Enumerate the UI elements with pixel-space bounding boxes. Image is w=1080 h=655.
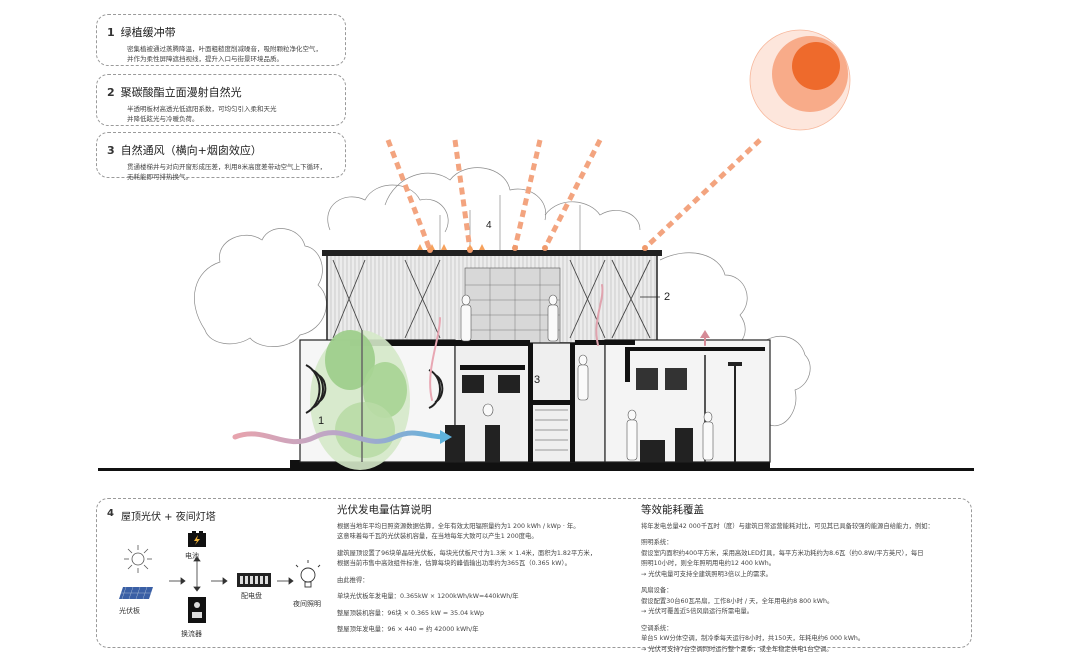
pv-text: 根据当前市售中高效组件标准，估算每块的峰值输出功率约为365瓦（0.365 kW…	[337, 559, 627, 570]
label-3: 3	[534, 374, 540, 386]
pv-estimate-heading: 光伏发电量估算说明	[337, 505, 627, 516]
building-section-diagram: 4 1 2 3	[0, 0, 1080, 500]
inverter-icon	[188, 597, 206, 623]
energy-text: → 光伏可支持7台空调同时运行整个夏季，或全年稳定供电1台空调。	[641, 645, 967, 655]
pv-text: 根据当地年平均日照资源数据估算，全年有效太阳辐照量约为1 200 kWh / k…	[337, 522, 627, 533]
pv-calc-line: 整屋顶年发电量：96 × 440 ≈ 约 42000 kWh/年	[337, 625, 627, 636]
sun-ray-head	[512, 245, 518, 251]
pv-text: 建筑屋顶设置了96块单晶硅光伏板，每块光伏板尺寸为1.3米 × 1.4米，面积为…	[337, 549, 627, 560]
sunlight-rays	[388, 140, 760, 250]
battery-icon	[188, 531, 206, 547]
roof-light-marker	[479, 244, 485, 250]
light-bulb-icon	[296, 560, 320, 587]
label-2: 2	[664, 291, 670, 303]
pv-calc-line: 单块光伏板年发电量：0.365kW × 1200kWh/kW=440kWh/年	[337, 592, 627, 603]
energy-text: 照明系统：	[641, 538, 967, 549]
battery-label: 电池	[185, 551, 199, 561]
energy-text: 假设配置30台60瓦吊扇，工作8小时 / 天，全年用电约8 800 kWh。	[641, 597, 967, 608]
sun-ray	[645, 140, 760, 248]
energy-text: 风扇设备：	[641, 586, 967, 597]
label-1: 1	[318, 415, 324, 427]
solar-info-panel: 4 屋顶光伏 + 夜间灯塔	[96, 498, 972, 648]
sun-ray	[455, 140, 470, 250]
green-buffer-tree	[310, 330, 410, 470]
energy-text: → 光伏可覆盖近5倍风扇运行所需电量。	[641, 607, 967, 618]
inverter-label: 换流器	[181, 629, 202, 639]
pv-estimate-section: 光伏发电量估算说明 根据当地年平均日照资源数据估算，全年有效太阳辐照量约为1 2…	[337, 505, 627, 636]
pv-text: 这意味着每千瓦的光伏装机容量，在当地每年大致可以产生1 200度电。	[337, 532, 627, 543]
pv-calc-line: 整屋顶装机容量：96块 × 0.365 kW = 35.04 kWp	[337, 609, 627, 620]
sun-ray-head	[542, 245, 548, 251]
energy-text: 单台5 kW分体空调，制冷季每天运行8小时，共150天，年耗电约6 000 kW…	[641, 634, 967, 645]
sun-ray	[545, 140, 600, 248]
roof-light-marker	[417, 244, 423, 250]
energy-text: 假设室内面积约400平方米，采用高效LED灯具，每平方米功耗约为8.6瓦（约0.…	[641, 549, 967, 560]
energy-text: 空调系统：	[641, 624, 967, 635]
label-4: 4	[486, 220, 492, 231]
panel-label: 配电盘	[241, 591, 262, 601]
sun-ray	[388, 140, 430, 250]
solar-flow-diagram	[105, 525, 335, 645]
energy-text: 照明10小时，则全年照明用电约12 400 kWh。	[641, 559, 967, 570]
energy-heading: 等效能耗覆盖	[641, 505, 967, 516]
night-light-label: 夜间照明	[293, 599, 321, 609]
sun-icon	[750, 30, 850, 130]
sun-ray	[515, 140, 540, 248]
pv-label: 光伏板	[119, 606, 140, 616]
sun-ray-head	[642, 245, 648, 251]
panel-title: 屋顶光伏 + 夜间灯塔	[121, 508, 216, 523]
pv-text: 由此推得：	[337, 576, 627, 587]
energy-text: 将年发电总量42 000千瓦时（度）与建筑日常运营能耗对比，可见其已具备较强的能…	[641, 522, 967, 533]
panel-number: 4	[107, 508, 114, 519]
roof-light-marker	[441, 244, 447, 250]
distribution-panel-icon	[237, 573, 271, 587]
energy-text: → 光伏电量可支持全建筑照明3倍以上的需求。	[641, 570, 967, 581]
pv-panel-icon	[119, 545, 153, 599]
energy-coverage-section: 等效能耗覆盖 将年发电总量42 000千瓦时（度）与建筑日常运营能耗对比，可见其…	[641, 505, 967, 655]
